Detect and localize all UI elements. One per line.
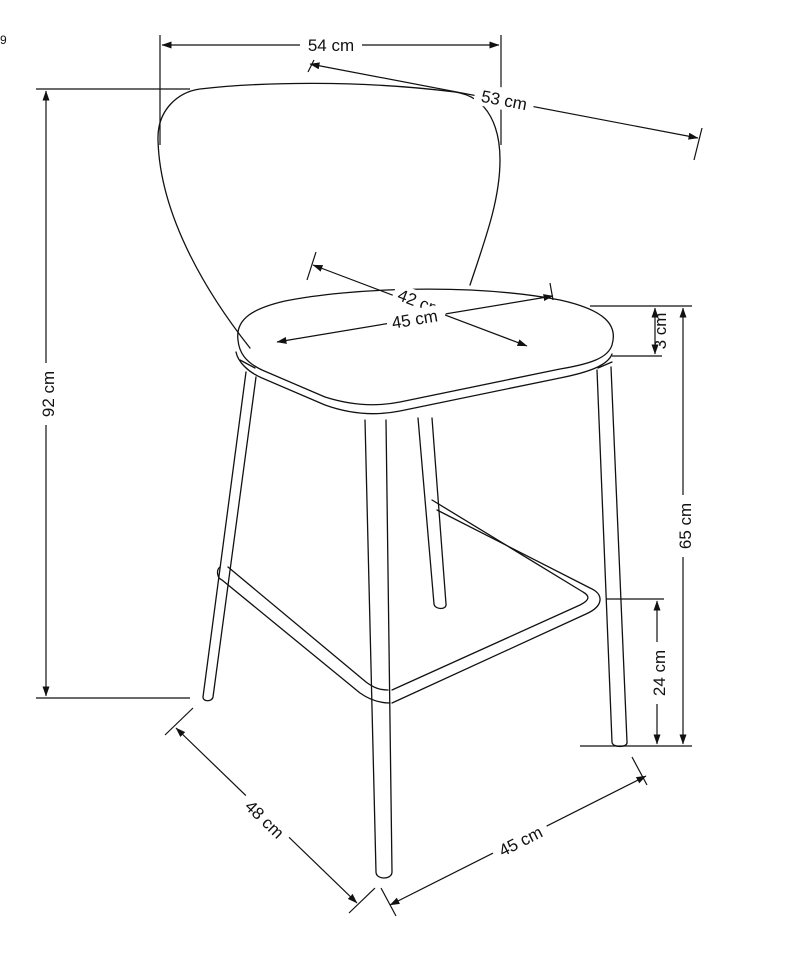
label-seat-height: 65 cm xyxy=(676,503,695,549)
seat-frame xyxy=(239,359,613,369)
dimension-lines xyxy=(36,35,703,917)
corner-mark: 9 xyxy=(0,33,7,47)
label-total-height: 92 cm xyxy=(39,371,58,417)
footrest-left-inner xyxy=(227,566,389,691)
backrest xyxy=(157,82,501,349)
label-seat-thickness: 3 cm xyxy=(651,313,670,350)
footrest-front-inner xyxy=(391,499,589,691)
label-top-width: 54 cm xyxy=(308,36,354,55)
footrest-left xyxy=(216,566,391,704)
leg-front-center xyxy=(364,419,393,879)
leg-right xyxy=(596,366,628,748)
label-footrest-height: 24 cm xyxy=(650,650,669,696)
seat-bottom xyxy=(235,351,613,415)
dimension-labels: 54 cm 53 cm 92 cm 42 cm 45 cm 3 cm 65 xyxy=(38,34,697,864)
label-seat-width: 45 cm xyxy=(390,306,439,332)
footrest-front xyxy=(391,509,601,704)
leg-back xyxy=(417,417,447,610)
leg-front-left xyxy=(202,371,257,702)
chair-drawing xyxy=(157,82,628,879)
